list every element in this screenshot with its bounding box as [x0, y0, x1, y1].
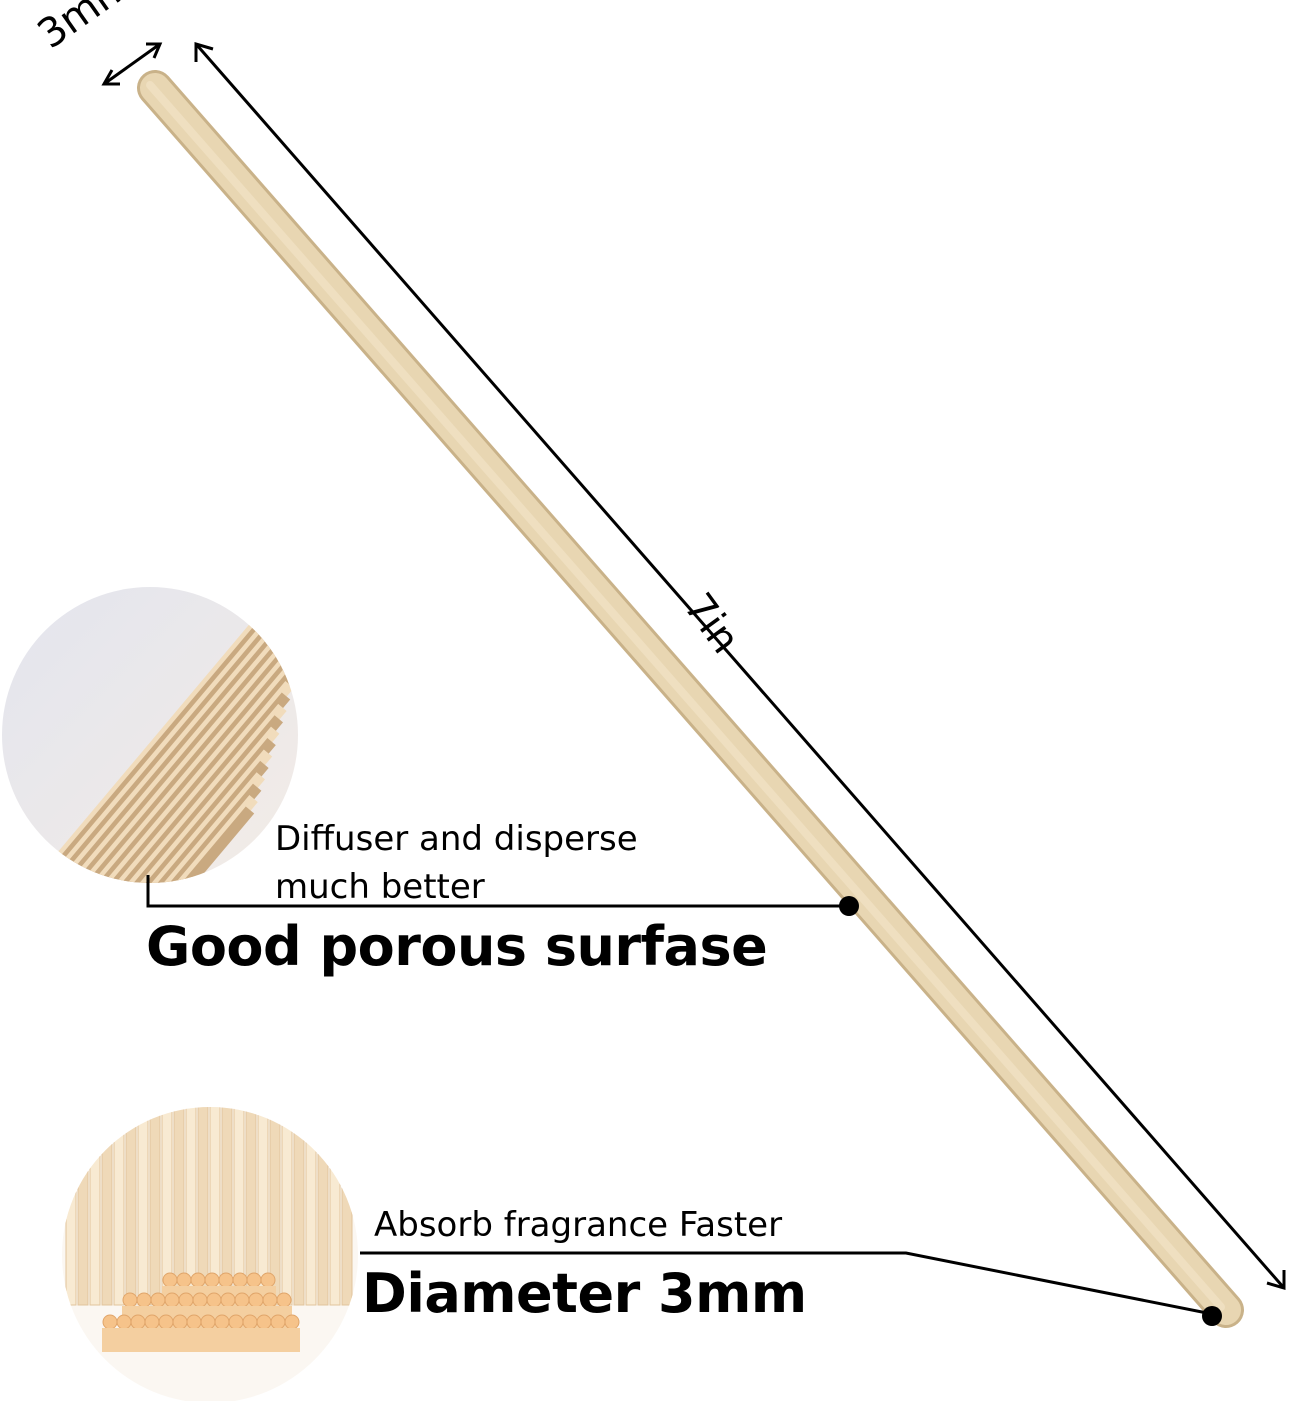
stick-end: [158, 1314, 174, 1330]
length-arrow: [194, 41, 1286, 1291]
stick-body: [102, 1328, 300, 1352]
bundle-stick: [77, 1107, 89, 1306]
bundle-stick: [341, 1107, 353, 1306]
stick-end: [206, 1292, 222, 1308]
callout-dot-porous: [839, 896, 859, 916]
stick-end: [200, 1314, 216, 1330]
stick-end: [186, 1314, 202, 1330]
bundle-stick: [137, 1107, 149, 1306]
callout-leader-porous: [146, 875, 848, 908]
callout-note-porous: Diffuser and disperse much better: [275, 815, 638, 911]
stick-end: [218, 1272, 234, 1288]
closeup-photo-ends: [62, 1107, 358, 1401]
stick-end: [284, 1314, 300, 1330]
bundle-stick: [281, 1107, 293, 1306]
stick-end: [102, 1314, 118, 1330]
bundle-stick: [305, 1107, 317, 1306]
stick-end: [176, 1272, 192, 1288]
callout-note-porous-line1: Diffuser and disperse: [275, 819, 638, 859]
stick-end: [150, 1292, 166, 1308]
stick-end: [234, 1292, 250, 1308]
stick-end: [172, 1314, 188, 1330]
bundle-stick: [317, 1107, 329, 1306]
diameter-arrow: [101, 42, 163, 86]
callout-dot-diameter: [1202, 1306, 1222, 1326]
stick-end: [262, 1292, 278, 1308]
stick-end: [214, 1314, 230, 1330]
stick-end: [270, 1314, 286, 1330]
stick-end: [130, 1314, 146, 1330]
callout-note-diameter: Absorb fragrance Faster: [374, 1205, 783, 1245]
stick-end: [190, 1272, 206, 1288]
bundle-stick: [149, 1107, 161, 1306]
bundle-stick: [101, 1107, 113, 1306]
stick-end: [256, 1314, 272, 1330]
bundle-stick: [293, 1107, 305, 1306]
stick-end: [116, 1314, 132, 1330]
stick-end: [136, 1292, 152, 1308]
stick-end: [178, 1292, 194, 1308]
bundle-stick: [113, 1107, 125, 1306]
bundle-stick: [329, 1107, 341, 1306]
reed-stick: [137, 70, 1244, 1328]
callout-feature-porous: Good porous surfase: [146, 915, 768, 978]
stick-end: [232, 1272, 248, 1288]
stick-end: [164, 1292, 180, 1308]
stick-end: [162, 1272, 178, 1288]
stick-end: [260, 1272, 276, 1288]
callout-leader-diameter: [360, 1251, 1213, 1316]
stick-end: [122, 1292, 138, 1308]
callout-note-porous-line2: much better: [275, 867, 485, 907]
stick-end: [242, 1314, 258, 1330]
stick-end: [246, 1272, 262, 1288]
bundle-stick: [65, 1107, 77, 1306]
stick-end: [204, 1272, 220, 1288]
callout-feature-diameter: Diameter 3mm: [362, 1262, 807, 1325]
stick-end: [248, 1292, 264, 1308]
bundle-stick: [89, 1107, 101, 1306]
stick-end: [276, 1292, 292, 1308]
stick-end: [192, 1292, 208, 1308]
stick-end: [220, 1292, 236, 1308]
stick-end: [144, 1314, 160, 1330]
stick-end: [228, 1314, 244, 1330]
bundle-stick: [125, 1107, 137, 1306]
